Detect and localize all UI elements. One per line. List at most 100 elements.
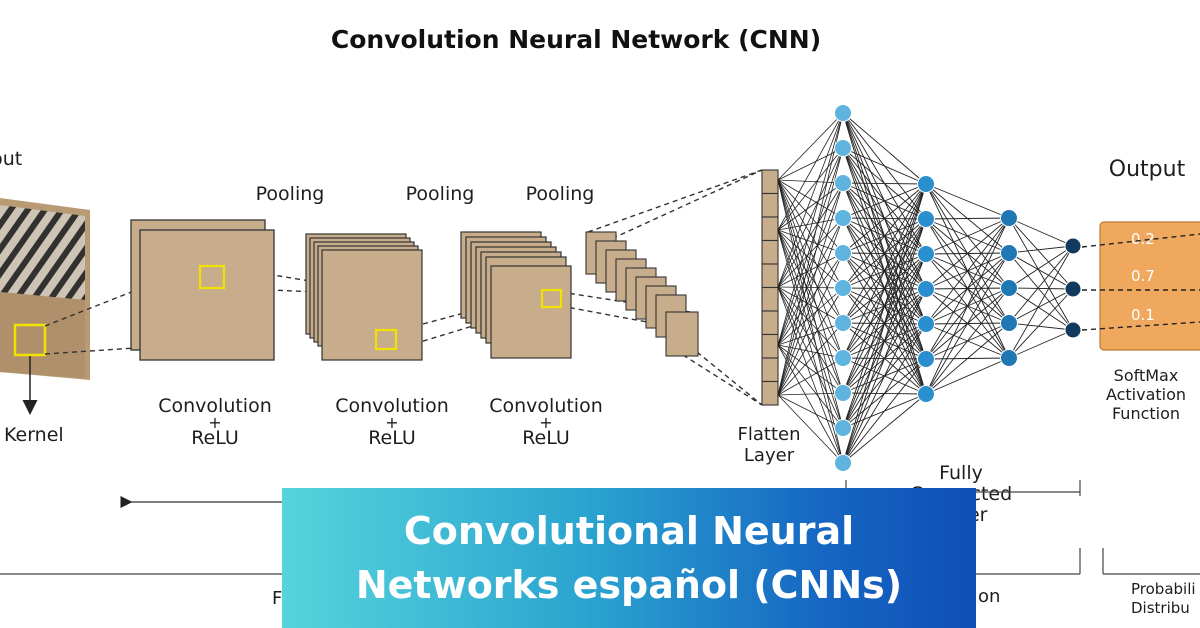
connection [842,183,927,464]
fc3-node [1000,279,1018,297]
fc3-node [1000,349,1018,367]
connection [842,323,927,464]
fc3-node [1000,209,1018,227]
connection [777,344,844,464]
connection [777,344,844,359]
connection [777,112,844,181]
connection [925,357,1010,395]
connection [777,112,844,396]
svg-text:Layer: Layer [744,445,795,466]
fc1-node [834,314,852,332]
connection [842,147,927,185]
output-value-3: 0.1 [1131,306,1155,324]
connection [1008,245,1074,254]
kernel-box [13,323,47,357]
svg-text:ReLU: ReLU [522,427,570,449]
connection [777,229,844,429]
connection [1008,245,1074,359]
connection [925,217,1010,325]
connection [777,229,844,359]
svg-text:Function: Function [1112,404,1180,423]
pooled-maps [585,231,699,357]
connection [1008,217,1074,290]
connection [777,182,844,396]
svg-text:Convolution: Convolution [335,395,449,417]
connection [777,179,844,464]
input-image [0,198,90,380]
conv-layer-3 [460,231,572,359]
connection [777,287,844,346]
flatten-cell [761,310,779,336]
fc2-node [917,175,935,193]
connection [925,217,1010,255]
output-node [1064,321,1082,339]
flatten-cell [761,333,779,359]
connection [777,179,844,429]
connection [777,286,844,464]
connection [777,179,844,184]
network-connections [777,112,1074,464]
fc2-node [917,245,935,263]
connection [842,183,927,394]
connection [777,147,844,346]
svg-text:+: + [208,413,221,432]
input-label: Input [0,148,22,170]
output-label: Output [1109,157,1186,182]
conv-layer-1 [130,219,275,361]
connection [842,253,927,464]
pooling-label-3: Pooling [526,183,595,205]
flatten-cell [761,286,779,312]
connection [777,229,844,254]
connection [842,112,927,185]
connection [777,182,844,346]
connection [777,147,844,181]
connection [1008,329,1074,359]
conv-label-3: Convolution + ReLU [489,395,603,449]
fc2-node [917,280,935,298]
svg-text:Convolution: Convolution [158,395,272,417]
flatten-cell [761,357,779,383]
connection [777,217,844,346]
svg-text:Flatten: Flatten [738,424,801,445]
kernel-label: Kernel [4,424,64,446]
connection [925,217,1010,220]
output-node [1064,237,1082,255]
connection [1008,288,1074,359]
fc1-node [834,419,852,437]
fc1-node [834,139,852,157]
connection [1008,245,1074,289]
connection [777,229,844,464]
flatten-layer [761,169,779,406]
output-value-1: 0.2 [1131,230,1155,248]
fc1-node [834,454,852,472]
connection [1008,252,1074,331]
flatten-cell [761,263,779,289]
connection [777,179,844,289]
connection [777,112,844,346]
svg-text:+: + [385,413,398,432]
flatten-cell [761,380,779,406]
conv-label-1: Convolution + ReLU [158,395,272,449]
network-nodes [834,104,1082,472]
connection [925,217,1010,290]
flatten-cell [761,216,779,242]
output-dashes [1081,233,1200,331]
connection [777,252,844,346]
fc2-node [917,385,935,403]
bottom-fragment-right-2: Distribu [1131,599,1190,617]
connection [842,183,927,359]
connection [777,394,844,464]
connection [1008,287,1074,331]
connection [842,218,927,464]
connection [777,287,844,396]
connection [777,322,844,396]
svg-text:+: + [539,413,552,432]
connection [1008,287,1074,290]
connection [777,357,844,396]
fc1-node [834,174,852,192]
flatten-cell [761,239,779,265]
svg-text:Convolution: Convolution [489,395,603,417]
connection [842,183,927,254]
connection [777,179,844,254]
section-brackets [0,480,1200,575]
